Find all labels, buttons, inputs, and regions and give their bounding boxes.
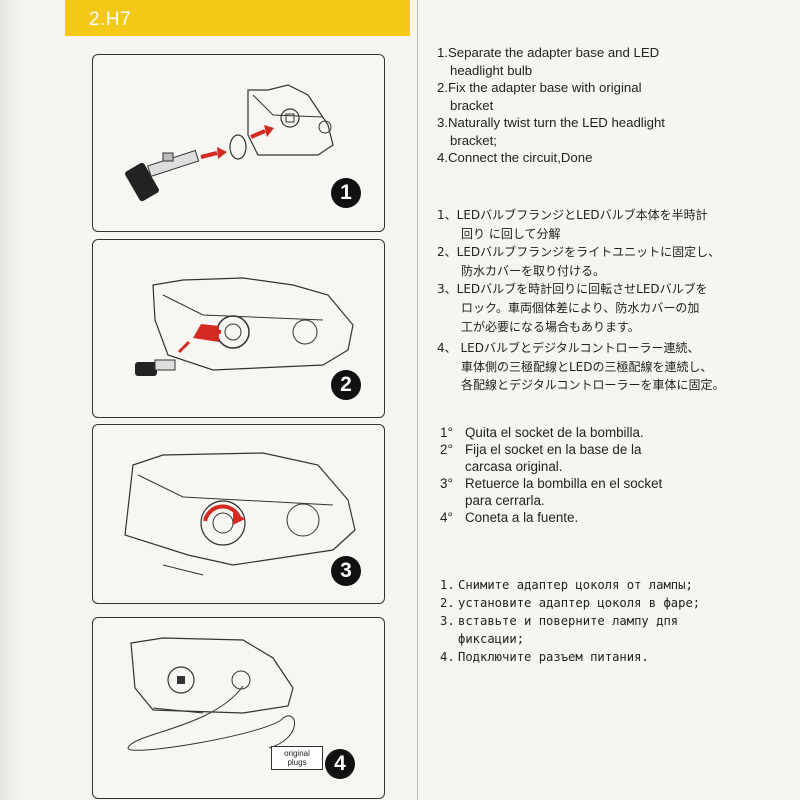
original-plugs-box: original plugs bbox=[271, 746, 323, 770]
circuit-connection-drawing bbox=[127, 637, 295, 751]
en-step-3: 3.Naturally twist turn the LED headlight… bbox=[437, 115, 665, 148]
en-step-2: 2.Fix the adapter base with original bra… bbox=[437, 80, 642, 113]
es-step-4: 4°Coneta a la fuente. bbox=[440, 510, 579, 525]
step-badge-2: 2 bbox=[331, 370, 361, 400]
ru-step-3: 3.вставьте и поверните лампу дпя фиксаци… bbox=[440, 614, 679, 646]
page-fold-shadow bbox=[0, 0, 22, 800]
twist-lock-drawing bbox=[124, 452, 356, 576]
step-3-illustration: 3 bbox=[92, 424, 385, 604]
ru-step-4: 4.Подключите разъем питания. bbox=[440, 650, 649, 664]
jp-step-1: 1、LEDバルブフランジとLEDバルブ本体を半時計 回り に回して分解 bbox=[437, 208, 708, 241]
adapter-fixing-drawing bbox=[135, 277, 354, 376]
es-step-3: 3°Retuerce la bombilla en el socket para… bbox=[440, 476, 663, 508]
jp-step-2: 2、LEDバルブフランジをライトユニットに固定し、 防水カバーを取り付ける。 bbox=[437, 245, 721, 278]
column-divider bbox=[417, 0, 418, 800]
plug-label-line-2: plugs bbox=[287, 758, 307, 767]
en-step-1: 1.Separate the adapter base and LED head… bbox=[437, 45, 660, 78]
ru-step-1: 1.Снимите адаптер цоколя от лампы; bbox=[440, 578, 693, 592]
headlight-bulb-separation-drawing bbox=[125, 84, 334, 202]
step-badge-1: 1 bbox=[331, 178, 361, 208]
step-1-illustration: 1 bbox=[92, 54, 385, 232]
section-title: 2.H7 bbox=[89, 9, 132, 30]
step-badge-4: 4 bbox=[325, 749, 355, 779]
plug-label-line-1: original bbox=[284, 749, 310, 758]
es-step-1: 1°Quita el socket de la bombilla. bbox=[440, 425, 644, 440]
instructions-russian: 1.Снимите адаптер цоколя от лампы; 2.уст… bbox=[440, 576, 700, 666]
instructions-english: 1.Separate the adapter base and LED head… bbox=[437, 44, 665, 167]
en-step-4: 4.Connect the circuit,Done bbox=[437, 150, 593, 165]
instructions-japanese: 1、LEDバルブフランジとLEDバルブ本体を半時計 回り に回して分解 2、LE… bbox=[437, 206, 725, 395]
step-badge-3: 3 bbox=[331, 556, 361, 586]
jp-step-3: 3、LEDバルブを時計回りに回転させLEDバルブを ロック。車両個体差により、防… bbox=[437, 282, 708, 334]
section-header-bar bbox=[65, 0, 410, 36]
instructions-spanish: 1°Quita el socket de la bombilla. 2°Fija… bbox=[440, 424, 662, 526]
ru-step-2: 2.установите адаптер цоколя в фаре; bbox=[440, 596, 701, 610]
step-4-illustration: original plugs 4 bbox=[92, 617, 385, 799]
jp-step-4: 4、 LEDバルブとデジタルコントローラー連続、 車体側の三極配線とLEDの三極… bbox=[437, 341, 725, 393]
es-step-2: 2°Fija el socket en la base de la carcas… bbox=[440, 442, 642, 474]
step-2-illustration: 2 bbox=[92, 239, 385, 418]
